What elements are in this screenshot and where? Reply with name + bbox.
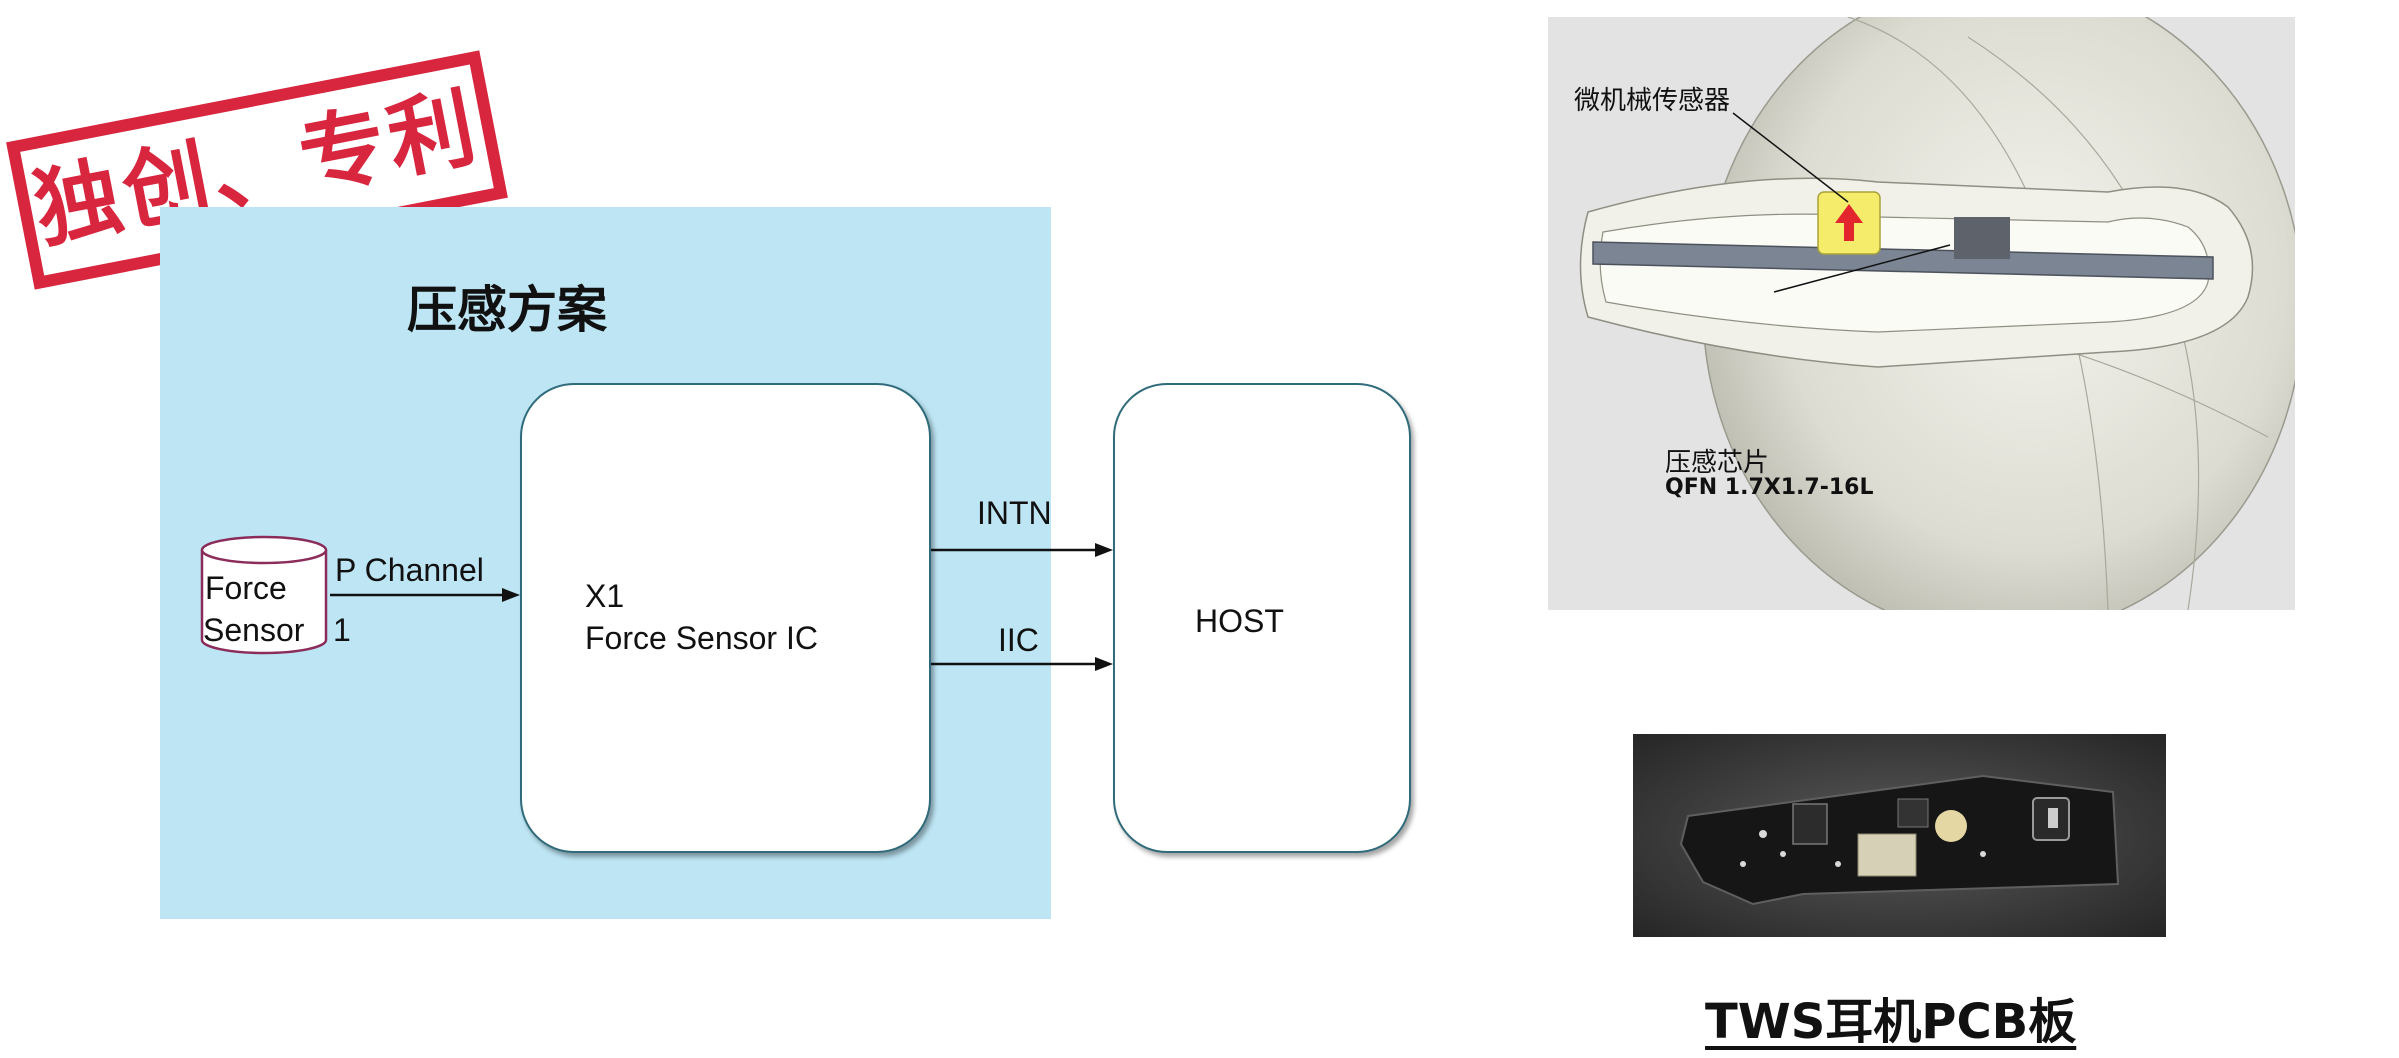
intn-label: INTN [977, 495, 1052, 531]
earbud-cross-section-image: 微机械传感器 压感芯片 QFN 1.7X1.7-16L [1548, 17, 2295, 610]
earbud-render [1579, 17, 2295, 610]
ic-label-line1: X1 [585, 578, 625, 614]
pressure-chip-label: 压感芯片 [1665, 448, 1770, 478]
iic-arrow [931, 657, 1113, 671]
diagram-title: 压感方案 [407, 281, 607, 339]
p-channel-arrow [330, 588, 520, 602]
host-label: HOST [1195, 603, 1284, 639]
sensor-number: 1 [333, 612, 351, 648]
pcb-render [1633, 734, 2166, 937]
chip-package-label: QFN 1.7X1.7-16L [1665, 475, 1874, 500]
force-sensor-cylinder [200, 535, 328, 655]
p-channel-label: P Channel [335, 552, 484, 588]
host-block [1113, 383, 1411, 853]
ic-label-line2: Force Sensor IC [585, 620, 818, 656]
tws-pcb-photo [1633, 734, 2166, 937]
sensor-label-line2: Sensor [203, 612, 305, 648]
sensor-label-line1: Force [205, 570, 287, 606]
mems-sensor-label: 微机械传感器 [1574, 86, 1731, 116]
force-sensor-ic-block [520, 383, 931, 853]
intn-arrow [931, 543, 1113, 557]
iic-label: IIC [998, 622, 1039, 658]
pcb-caption: TWS耳机PCB板 [1705, 994, 2077, 1050]
